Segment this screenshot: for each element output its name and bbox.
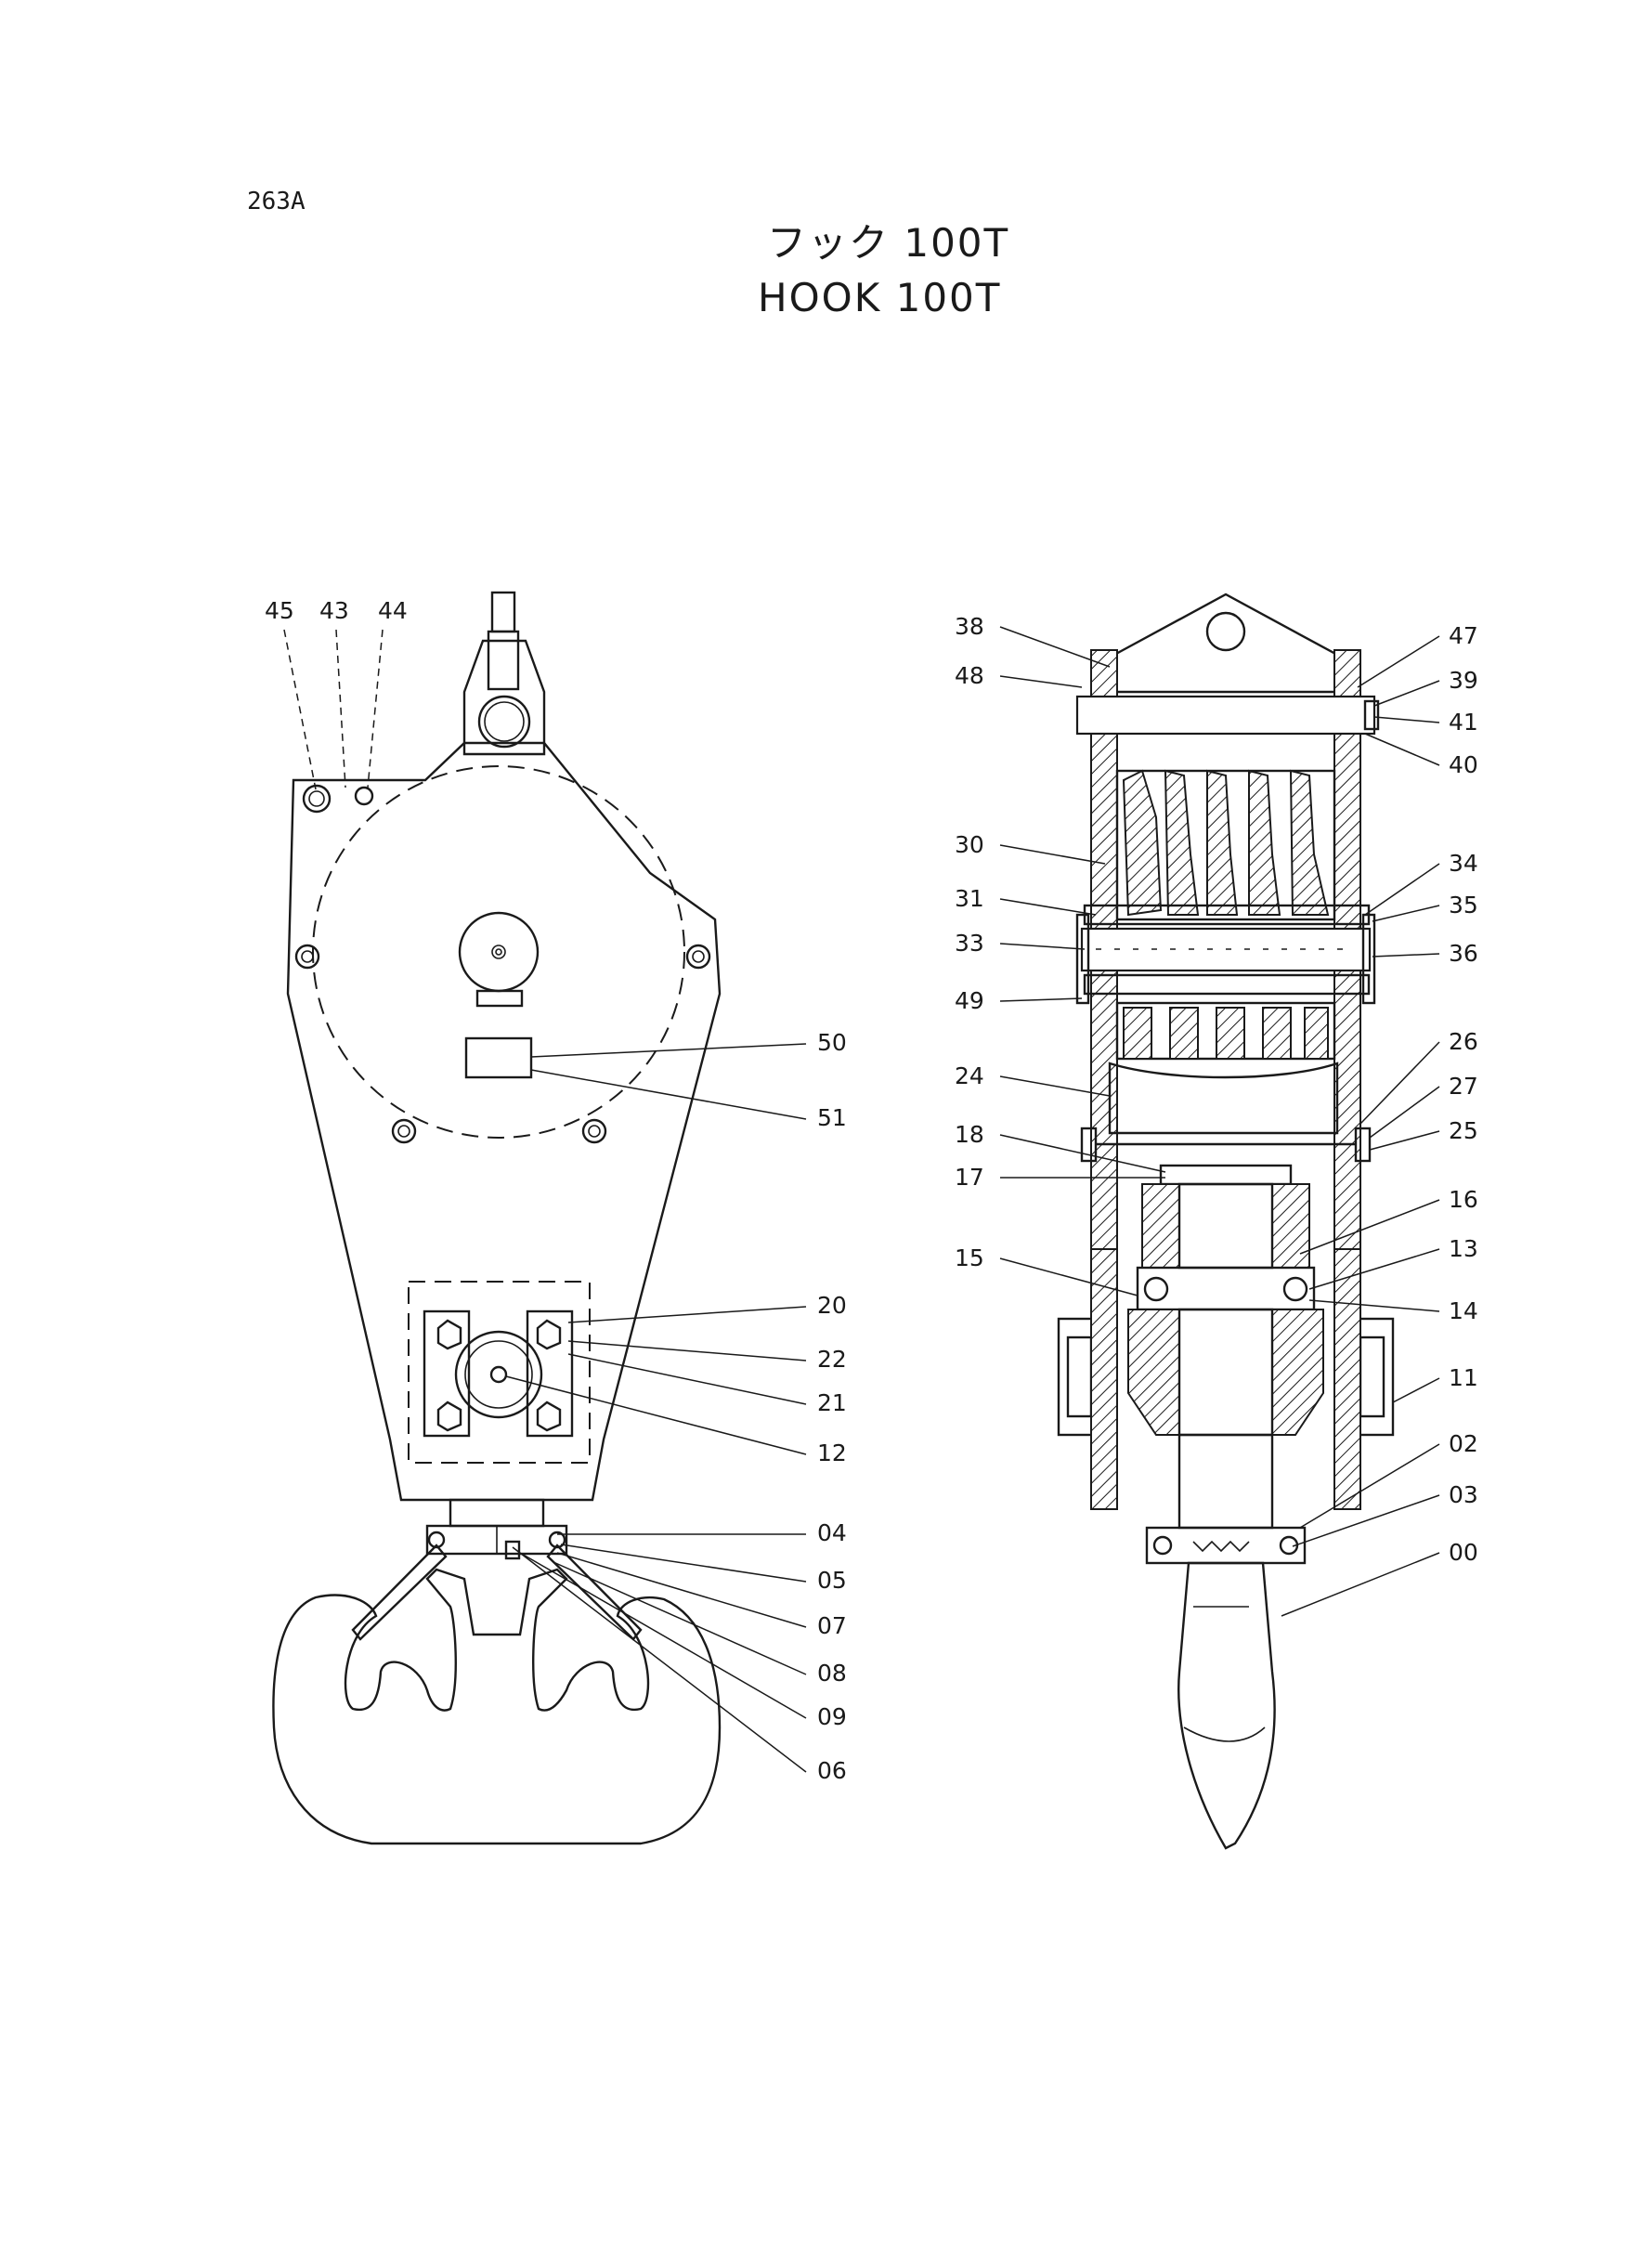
left-view-labels: 45 43 44 50 51 20 22 21 12 04 05 07 08 0… bbox=[265, 597, 847, 1784]
label-16: 16 bbox=[1449, 1186, 1478, 1213]
label-20: 20 bbox=[817, 1292, 847, 1319]
label-03: 03 bbox=[1449, 1481, 1478, 1508]
label-36: 36 bbox=[1449, 940, 1478, 967]
grease-fittings bbox=[302, 784, 374, 814]
right-view-labels: 38 48 47 39 41 40 30 34 31 35 33 36 49 2… bbox=[955, 613, 1478, 1566]
right-view-leaders bbox=[999, 626, 1440, 1617]
label-50: 50 bbox=[817, 1029, 847, 1056]
label-30: 30 bbox=[955, 831, 984, 858]
label-05: 05 bbox=[817, 1567, 847, 1594]
label-14: 14 bbox=[1449, 1297, 1478, 1324]
front-view-hook-block bbox=[272, 591, 722, 1845]
title-english: HOOK 100T bbox=[758, 275, 1002, 320]
label-18: 18 bbox=[955, 1121, 984, 1148]
label-12: 12 bbox=[817, 1440, 847, 1466]
lower-sheaves bbox=[1115, 1001, 1336, 1061]
label-06: 06 bbox=[817, 1757, 847, 1784]
label-24: 24 bbox=[955, 1062, 984, 1089]
plate-bolts bbox=[294, 944, 711, 1144]
label-00: 00 bbox=[1449, 1539, 1478, 1566]
label-48: 48 bbox=[955, 662, 984, 689]
label-35: 35 bbox=[1449, 892, 1478, 919]
label-45: 45 bbox=[265, 597, 294, 624]
label-11: 11 bbox=[1449, 1364, 1478, 1391]
left-view-leaders bbox=[283, 629, 807, 1773]
label-34: 34 bbox=[1449, 850, 1478, 877]
label-31: 31 bbox=[955, 885, 984, 912]
label-47: 47 bbox=[1449, 622, 1478, 649]
label-40: 40 bbox=[1449, 751, 1478, 778]
label-43: 43 bbox=[319, 597, 349, 624]
title-japanese: フック 100T bbox=[767, 220, 1010, 266]
label-49: 49 bbox=[955, 987, 984, 1014]
label-21: 21 bbox=[817, 1389, 847, 1416]
label-25: 25 bbox=[1449, 1117, 1478, 1144]
label-02: 02 bbox=[1449, 1430, 1478, 1457]
label-33: 33 bbox=[955, 930, 984, 957]
label-07: 07 bbox=[817, 1612, 847, 1639]
label-22: 22 bbox=[817, 1346, 847, 1373]
label-39: 39 bbox=[1449, 667, 1478, 694]
label-41: 41 bbox=[1449, 709, 1478, 736]
label-44: 44 bbox=[378, 597, 408, 624]
sheave-pack bbox=[1115, 769, 1336, 921]
page-code: 263A bbox=[247, 188, 306, 215]
label-04: 04 bbox=[817, 1519, 847, 1546]
label-15: 15 bbox=[955, 1244, 984, 1271]
label-09: 09 bbox=[817, 1703, 847, 1730]
label-08: 08 bbox=[817, 1660, 847, 1687]
label-27: 27 bbox=[1449, 1073, 1478, 1100]
label-17: 17 bbox=[955, 1164, 984, 1191]
label-51: 51 bbox=[817, 1104, 847, 1131]
label-13: 13 bbox=[1449, 1235, 1478, 1262]
label-26: 26 bbox=[1449, 1028, 1478, 1055]
label-38: 38 bbox=[955, 613, 984, 640]
side-section-view bbox=[1057, 593, 1395, 1850]
